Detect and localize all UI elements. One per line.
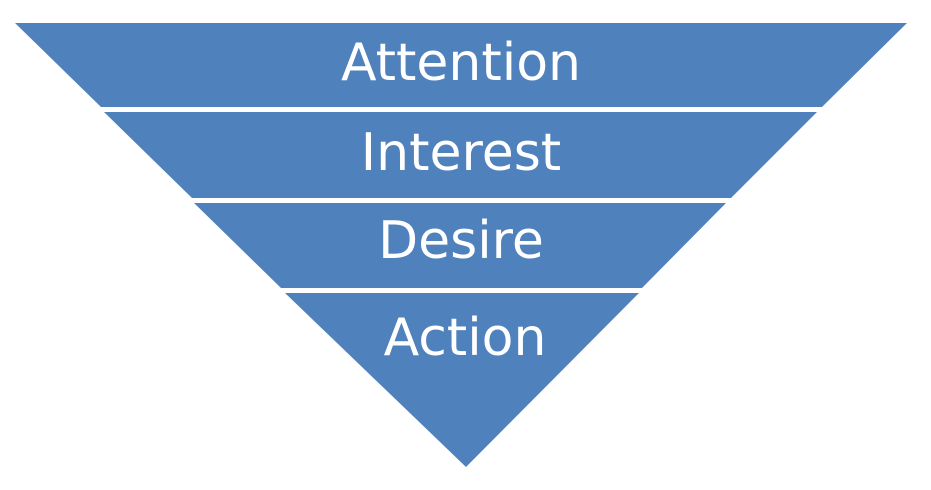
funnel-stage-interest-shape: [104, 112, 817, 198]
funnel-stage-action-shape: [285, 293, 639, 467]
funnel-stage-interest-label: Interest: [361, 123, 561, 183]
funnel-stage-interest: Interest: [104, 112, 817, 198]
funnel-stage-desire-label: Desire: [378, 211, 544, 271]
funnel-stage-desire-shape: [194, 203, 726, 288]
funnel-stage-attention: Attention: [15, 23, 907, 107]
funnel-stage-desire: Desire: [194, 203, 726, 288]
funnel-stage-attention-shape: [15, 23, 907, 107]
funnel-stage-action: Action: [285, 293, 639, 467]
funnel-stage-action-label: Action: [384, 308, 547, 368]
funnel-stage-attention-label: Attention: [341, 33, 581, 93]
